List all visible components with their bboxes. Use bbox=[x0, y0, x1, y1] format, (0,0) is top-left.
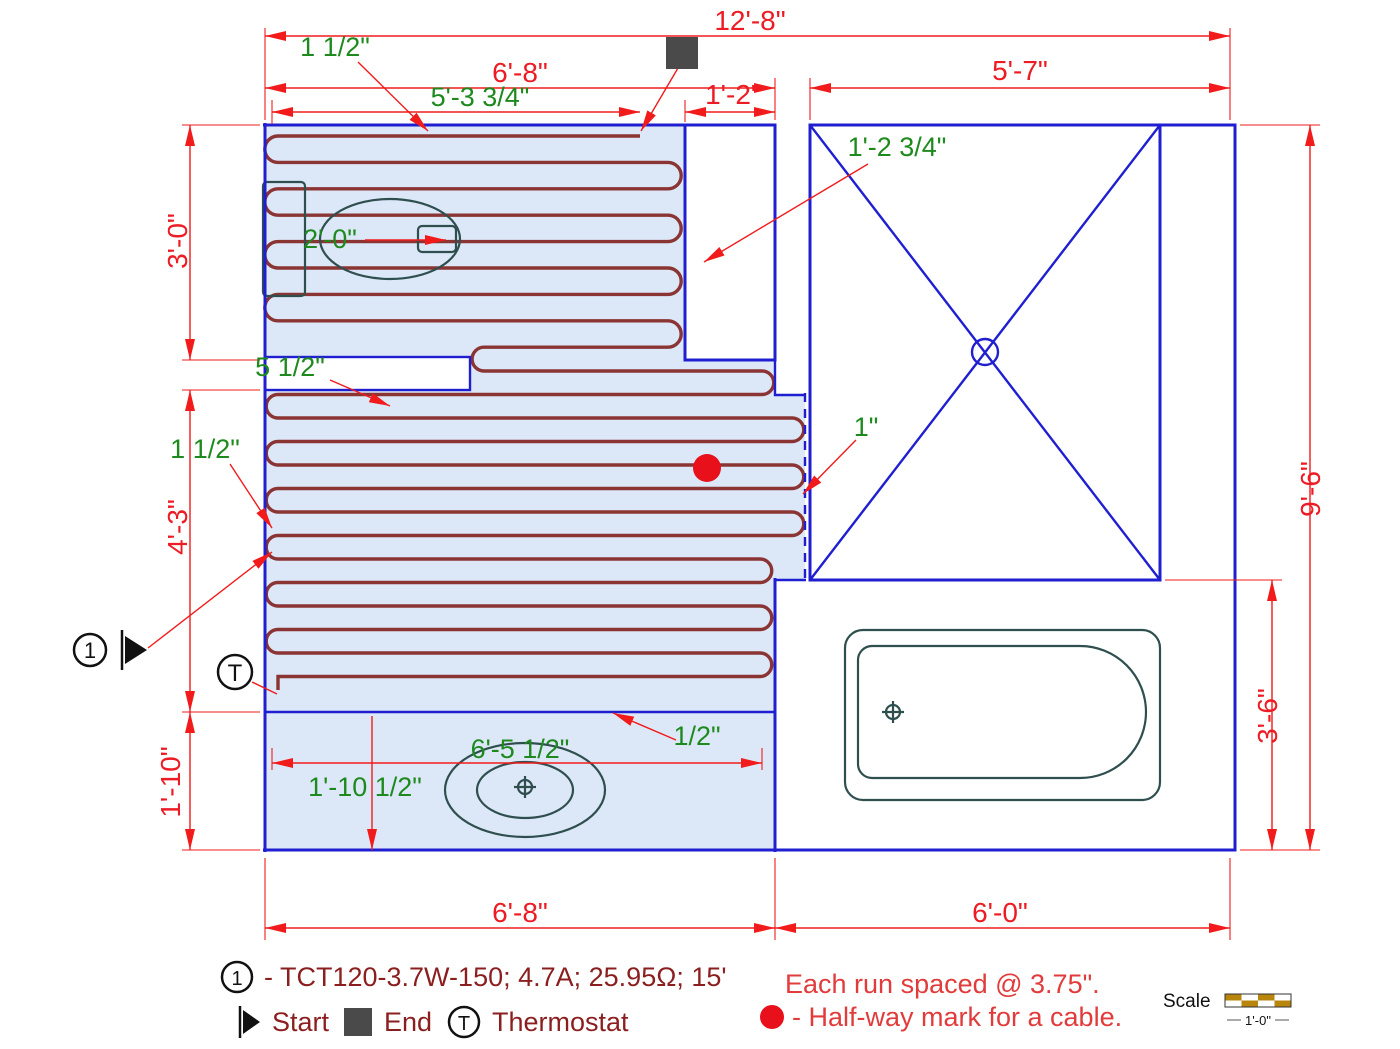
dim-vanity-depth: 1'-2 3/4" bbox=[848, 132, 947, 162]
dim-notch-height: 5 1/2" bbox=[255, 352, 325, 382]
dim-sink-zone-width: 6'-5 1/2" bbox=[471, 734, 570, 764]
dim-shower-gap: 1" bbox=[854, 412, 879, 442]
left-room-walls bbox=[263, 123, 807, 852]
dim-left-height-top: 3'-0" bbox=[162, 213, 193, 269]
dimension-lines bbox=[185, 31, 1315, 933]
shower bbox=[808, 123, 1162, 582]
legend-item-circle bbox=[220, 960, 254, 994]
dim-left-width-bottom: 6'-8" bbox=[492, 897, 548, 928]
dim-left-width-top: 6'-8" bbox=[492, 57, 548, 88]
heating-cable-path bbox=[263, 134, 806, 690]
legend-thermostat-label: Thermostat bbox=[492, 1007, 629, 1037]
dim-left-height-bottom: 1'-10" bbox=[155, 746, 186, 817]
legend-end-label: End bbox=[384, 1007, 432, 1037]
dim-left-height-mid: 4'-3" bbox=[162, 499, 193, 555]
scale-label: Scale bbox=[1163, 991, 1211, 1012]
shower-drain bbox=[970, 337, 1000, 367]
legend-halfway-note: - Half-way mark for a cable. bbox=[792, 1002, 1122, 1032]
end-marker bbox=[666, 37, 698, 69]
dim-cable-area-width: 5'-3 3/4" bbox=[431, 82, 530, 112]
dim-right-width-bottom: 6'-0" bbox=[972, 897, 1028, 928]
dim-right-width: 5'-7" bbox=[992, 55, 1048, 86]
dim-total-width: 12'-8" bbox=[714, 5, 785, 36]
legend-start-label: Start bbox=[272, 1007, 330, 1037]
thermostat-marker-letter: T bbox=[228, 660, 243, 687]
dim-bottom-cable-gap: 1/2" bbox=[673, 721, 720, 751]
start-marker-triangle bbox=[125, 636, 147, 664]
dim-left-cable-gap: 1 1/2" bbox=[170, 434, 240, 464]
legend: 1 - TCT120-3.7W-150; 4.7A; 25.95Ω; 15' S… bbox=[220, 960, 1122, 1039]
legend-start-triangle bbox=[243, 1010, 260, 1034]
toilet bbox=[261, 180, 462, 298]
legend-item-number: 1 bbox=[231, 968, 242, 990]
legend-cable-spec: - TCT120-3.7W-150; 4.7A; 25.95Ω; 15' bbox=[264, 962, 727, 992]
tub-faucet bbox=[882, 701, 904, 723]
leader-lines bbox=[147, 61, 869, 741]
dim-top-cable-gap: 1 1/2" bbox=[300, 32, 370, 62]
vanity bbox=[683, 123, 777, 362]
dim-total-height: 9'-6" bbox=[1295, 461, 1326, 517]
bathtub bbox=[843, 628, 1162, 802]
legend-end-square bbox=[344, 1008, 372, 1036]
halfway-dot bbox=[693, 454, 721, 482]
scale-bar: Scale 1'-0" bbox=[1163, 991, 1292, 1028]
scale-unit: 1'-0" bbox=[1245, 1013, 1271, 1028]
legend-spacing-note: Each run spaced @ 3.75". bbox=[785, 969, 1100, 999]
start-marker: 1 bbox=[72, 630, 147, 670]
legend-thermostat-letter: T bbox=[458, 1013, 470, 1035]
dim-tub-zone-height: 3'-6" bbox=[1252, 688, 1283, 744]
dim-sink-zone-height: 1'-10 1/2" bbox=[308, 772, 422, 802]
dim-toilet-width: 2'-0" bbox=[303, 224, 357, 254]
thermostat-marker: T bbox=[216, 653, 254, 691]
dim-vanity-width: 1'-2" bbox=[705, 79, 761, 110]
legend-halfway-dot bbox=[760, 1005, 784, 1029]
start-marker-number: 1 bbox=[84, 638, 96, 663]
legend-thermostat-circle bbox=[447, 1005, 481, 1039]
